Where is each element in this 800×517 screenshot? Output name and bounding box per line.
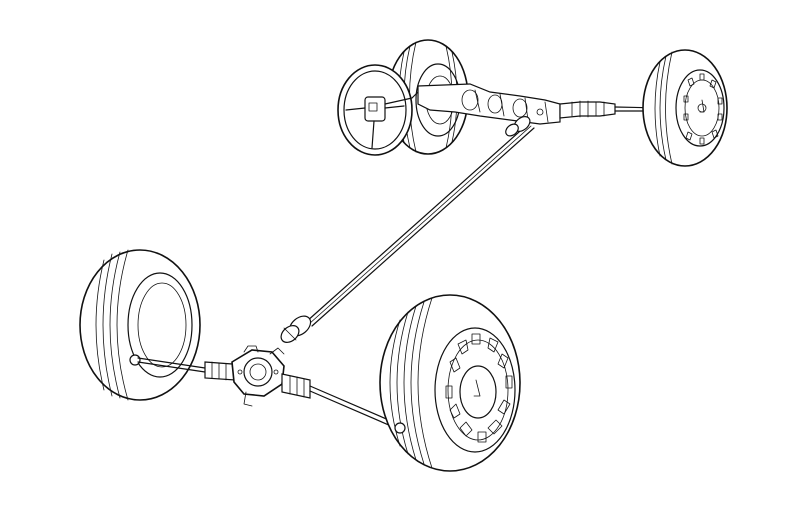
front-right-hub-slots	[683, 73, 723, 145]
steering-wheel	[337, 64, 419, 156]
front-driveshaft	[559, 100, 663, 119]
transaxle	[417, 83, 561, 125]
rear-driveshaft-right	[281, 373, 399, 430]
rear-right-wheel	[379, 294, 521, 472]
prop-shaft-rear-joint	[280, 315, 312, 343]
prop-shaft-front-joint	[505, 116, 531, 137]
rear-differential	[231, 345, 285, 407]
rear-left-wheel	[79, 249, 201, 401]
rear-driveshaft-left	[137, 357, 236, 381]
front-right-wheel	[642, 49, 728, 167]
rear-right-hub-slots	[445, 333, 513, 443]
propeller-shaft	[280, 116, 535, 343]
